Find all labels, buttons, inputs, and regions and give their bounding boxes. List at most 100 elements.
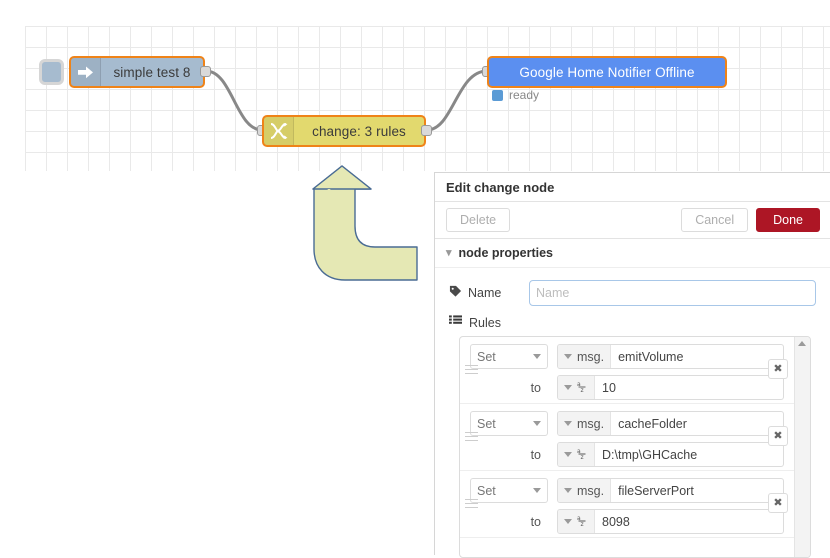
az-string-icon: a z <box>577 447 588 463</box>
rule-value-input[interactable]: a z 10 <box>557 375 784 400</box>
az-string-icon: a z <box>577 380 588 396</box>
rules-label-group: Rules <box>449 315 816 330</box>
rule-property-input[interactable]: msg. cacheFolder <box>557 411 784 436</box>
name-label-group: Name <box>449 285 529 301</box>
chevron-down-icon <box>564 354 572 359</box>
rule-value-type-select[interactable]: a z <box>558 510 595 533</box>
name-row: Name <box>449 280 816 306</box>
rule-to-label: to <box>530 380 541 395</box>
rule-value-line: to a z D:\tmp\GHC <box>470 442 784 467</box>
curved-up-arrow-annotation <box>312 165 418 281</box>
chevron-down-icon: ▾ <box>446 246 452 259</box>
cancel-button[interactable]: Cancel <box>681 208 749 232</box>
dialog-form: Name Rules <box>435 268 830 558</box>
rule-value-input[interactable]: a z 8098 <box>557 509 784 534</box>
inject-node-button[interactable] <box>39 59 64 85</box>
svg-text:a: a <box>577 515 581 522</box>
rules-scrollbar[interactable] <box>794 337 810 557</box>
chevron-down-icon <box>533 421 541 426</box>
rule-value-type-select[interactable]: a z <box>558 376 595 399</box>
rule-property-value[interactable]: emitVolume <box>618 349 684 364</box>
chevron-down-icon <box>564 452 572 457</box>
rule-property-value[interactable]: cacheFolder <box>618 416 687 431</box>
svg-text:a: a <box>577 381 581 388</box>
drag-handle-icon[interactable] <box>465 365 478 377</box>
msg-prefix-label: msg. <box>577 349 605 364</box>
node-properties-section-header[interactable]: ▾ node properties <box>435 239 830 268</box>
canvas-grid <box>25 26 830 171</box>
rule-delete-button[interactable]: ✖ <box>768 359 788 379</box>
node-inject[interactable]: simple test 8 <box>69 56 205 88</box>
rule-value-text[interactable]: 8098 <box>602 514 630 529</box>
node-properties-label: node properties <box>458 246 553 260</box>
chevron-down-icon <box>533 488 541 493</box>
dialog-toolbar: Delete Cancel Done <box>435 201 830 239</box>
rule-value-type-select[interactable]: a z <box>558 443 595 466</box>
node-google-home-notifier[interactable]: Google Home Notifier Offline <box>487 56 727 88</box>
chevron-down-icon <box>564 385 572 390</box>
drag-handle-icon[interactable] <box>465 432 478 444</box>
rule-row[interactable]: Set msg. cacheFolder to <box>460 404 810 471</box>
rule-property-type-select[interactable]: msg. <box>558 479 612 502</box>
rule-property-input[interactable]: msg. fileServerPort <box>557 478 784 503</box>
svg-text:a: a <box>577 448 581 455</box>
rule-row[interactable]: Set msg. fileServerPort to <box>460 471 810 538</box>
node-change[interactable]: change: 3 rules <box>262 115 426 147</box>
rules-label: Rules <box>469 315 501 330</box>
chevron-down-icon <box>533 354 541 359</box>
change-swap-icon <box>264 117 294 145</box>
rule-row[interactable]: Set msg. emitVolume to <box>460 337 810 404</box>
rule-value-line: to a z 10 <box>470 375 784 400</box>
rule-property-value[interactable]: fileServerPort <box>618 483 694 498</box>
rule-property-line: Set msg. emitVolume <box>470 344 784 369</box>
svg-text:z: z <box>581 521 584 527</box>
port-inject-output[interactable] <box>200 66 211 77</box>
rules-list[interactable]: Set msg. emitVolume to <box>459 336 811 558</box>
chevron-down-icon <box>564 488 572 493</box>
rule-value-text[interactable]: 10 <box>602 380 616 395</box>
rule-delete-button[interactable]: ✖ <box>768 493 788 513</box>
msg-prefix-label: msg. <box>577 483 605 498</box>
rule-action-value: Set <box>477 483 496 498</box>
port-change-output[interactable] <box>421 125 432 136</box>
status-dot-icon <box>492 89 503 101</box>
rule-action-select[interactable]: Set <box>470 344 548 369</box>
dialog-title: Edit change node <box>435 173 830 201</box>
rule-value-input[interactable]: a z D:\tmp\GHCache <box>557 442 784 467</box>
rule-action-select[interactable]: Set <box>470 478 548 503</box>
chevron-down-icon <box>564 421 572 426</box>
rule-property-type-select[interactable]: msg. <box>558 412 612 435</box>
rule-to-label: to <box>530 514 541 529</box>
rule-action-value: Set <box>477 349 496 364</box>
delete-button[interactable]: Delete <box>446 208 511 232</box>
drag-handle-icon[interactable] <box>465 499 478 511</box>
node-inject-label: simple test 8 <box>113 64 191 80</box>
node-status: ready <box>492 88 539 102</box>
rule-action-value: Set <box>477 416 496 431</box>
rule-value-text[interactable]: D:\tmp\GHCache <box>602 447 698 462</box>
rule-property-line: Set msg. fileServerPort <box>470 478 784 503</box>
node-ghn-label: Google Home Notifier Offline <box>519 64 695 80</box>
rule-property-type-select[interactable]: msg. <box>558 345 612 368</box>
inject-arrow-icon <box>71 58 101 86</box>
rule-to-label: to <box>530 447 541 462</box>
list-icon <box>449 315 462 330</box>
rule-property-line: Set msg. cacheFolder <box>470 411 784 436</box>
rule-delete-button[interactable]: ✖ <box>768 426 788 446</box>
status-label: ready <box>509 88 540 102</box>
edit-node-dialog: Edit change node Delete Cancel Done ▾ no… <box>434 172 830 558</box>
tag-icon <box>449 285 462 301</box>
done-button[interactable]: Done <box>756 208 820 232</box>
name-label: Name <box>468 286 502 300</box>
rule-value-line: to a z 8098 <box>470 509 784 534</box>
chevron-down-icon <box>564 519 572 524</box>
svg-text:z: z <box>581 454 584 460</box>
name-input[interactable] <box>529 280 816 306</box>
msg-prefix-label: msg. <box>577 416 605 431</box>
rule-property-input[interactable]: msg. emitVolume <box>557 344 784 369</box>
svg-text:z: z <box>581 387 584 393</box>
az-string-icon: a z <box>577 514 588 530</box>
rule-action-select[interactable]: Set <box>470 411 548 436</box>
node-change-label: change: 3 rules <box>312 123 406 139</box>
scroll-up-icon[interactable] <box>798 341 806 346</box>
